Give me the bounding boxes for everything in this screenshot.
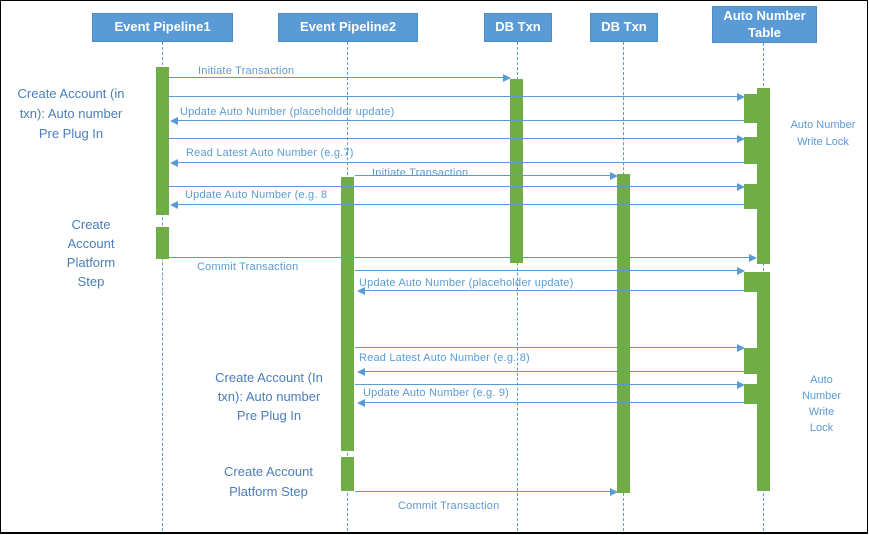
arrowhead-left-icon	[357, 399, 365, 407]
arrow-request-2	[169, 135, 745, 143]
arrowhead-right-icon	[503, 74, 511, 82]
label-line: Create	[71, 217, 111, 232]
arrow-initiate-txn2	[355, 172, 618, 180]
write-lock-bar-6	[744, 384, 757, 404]
arrow-update-placeholder-1	[170, 117, 744, 125]
message-label-update-9: Update Auto Number (e.g. 9)	[363, 387, 510, 399]
label-line: Write	[808, 406, 835, 418]
write-lock-bar-4	[744, 272, 757, 292]
label-line: Number	[801, 390, 842, 402]
arrowhead-right-icon	[737, 93, 745, 101]
activation-ep2-plugin	[341, 177, 354, 451]
message-label-update-8: Update Auto Number (e.g. 8	[185, 189, 328, 201]
arrowhead-left-icon	[170, 117, 178, 125]
label-line: Lock	[809, 422, 834, 434]
message-label-initiate-txn2: Initiate Transaction	[372, 167, 469, 179]
message-label-commit-txn2: Commit Transaction	[398, 500, 500, 512]
participant-db-txn1: DB Txn	[484, 13, 552, 42]
arrowhead-right-icon	[737, 344, 745, 352]
label-line: Step	[77, 274, 105, 289]
activation-auto-number-table-txn1	[757, 88, 770, 264]
arrow-commit-txn2	[355, 488, 618, 496]
arrow-request-3	[169, 183, 745, 191]
arrow-request-6	[355, 381, 745, 389]
activation-db-txn1	[510, 79, 523, 263]
activation-ep2-platform-step	[341, 457, 354, 491]
participant-event-pipeline2: Event Pipeline2	[278, 13, 418, 42]
arrowhead-left-icon	[357, 368, 365, 376]
label-line: Pre Plug In	[236, 408, 302, 423]
label-line: Account	[67, 236, 115, 251]
arrowhead-right-icon	[737, 183, 745, 191]
participant-auto-number-table: Auto Number Table	[712, 6, 817, 43]
message-label-commit-txn1: Commit Transaction	[197, 261, 299, 273]
activation-ep1-plugin	[156, 67, 169, 215]
label-line: Write Lock	[797, 136, 849, 148]
message-label-update-placeholder-1: Update Auto Number (placeholder update)	[180, 106, 395, 118]
label-line: txn): Auto number	[19, 106, 123, 121]
activation-db-txn2	[617, 174, 630, 493]
arrow-read-latest-7	[170, 159, 744, 167]
arrowhead-right-icon	[737, 267, 745, 275]
arrow-read-latest-8	[357, 368, 744, 376]
participant-db-txn2: DB Txn	[590, 13, 658, 42]
activation-ep1-platform-step	[156, 227, 169, 259]
label-line: Platform Step	[229, 484, 308, 499]
label-line: Create Account (in	[17, 86, 125, 101]
arrow-request-5	[355, 344, 745, 352]
arrowhead-right-icon	[737, 381, 745, 389]
label-line: Pre Plug In	[38, 126, 104, 141]
arrowhead-right-icon	[749, 254, 757, 262]
message-label-update-placeholder-2: Update Auto Number (placeholder update)	[359, 277, 574, 289]
label-ep2-plugin: Create Account (In txn): Auto number Pre…	[199, 368, 339, 425]
lifeline-event-pipeline1	[162, 42, 163, 531]
participant-event-pipeline1: Event Pipeline1	[92, 13, 233, 42]
label-line: txn): Auto number	[217, 389, 321, 404]
arrow-update-8	[170, 201, 744, 209]
arrow-request-4	[355, 267, 745, 275]
participant-label: Auto Number Table	[723, 8, 806, 40]
label-ep2-platform-step: Create Account Platform Step	[206, 462, 331, 502]
label-line: Auto	[810, 374, 833, 386]
activation-auto-number-table-txn2	[757, 272, 770, 491]
participant-label: DB Txn	[601, 19, 647, 35]
message-label-read-latest-7: Read Latest Auto Number (e.g.7)	[186, 147, 354, 159]
participant-label: Event Pipeline1	[114, 19, 211, 35]
arrowhead-left-icon	[170, 159, 178, 167]
message-label-initiate-txn1: Initiate Transaction	[198, 65, 295, 77]
write-lock-bar-3	[744, 184, 757, 209]
arrowhead-right-icon	[610, 172, 618, 180]
label-line: Create Account	[224, 464, 313, 479]
arrow-update-9	[357, 399, 744, 407]
arrow-request-1	[169, 93, 745, 101]
label-ep1-plugin: Create Account (in txn): Auto number Pre…	[1, 84, 141, 144]
participant-label: Event Pipeline2	[299, 19, 397, 35]
message-label-read-latest-8: Read Latest Auto Number (e.g. 8)	[359, 352, 530, 364]
arrow-update-placeholder-2	[357, 287, 744, 295]
label-ep1-platform-step: Create Account Platform Step	[41, 215, 141, 291]
lifeline-db-txn1	[517, 42, 518, 531]
arrowhead-right-icon	[737, 135, 745, 143]
write-lock-bar-5	[744, 348, 757, 374]
participant-label: DB Txn	[495, 19, 541, 35]
label-write-lock-1: Auto Number Write Lock	[780, 117, 866, 151]
label-write-lock-2: Auto Number Write Lock	[794, 372, 849, 436]
arrowhead-left-icon	[357, 287, 365, 295]
write-lock-bar-1	[744, 94, 757, 123]
label-line: Auto Number	[790, 119, 856, 131]
arrowhead-left-icon	[170, 201, 178, 209]
arrow-initiate-txn1	[169, 74, 511, 82]
arrowhead-right-icon	[610, 488, 618, 496]
write-lock-bar-2	[744, 137, 757, 164]
label-line: Create Account (In	[215, 370, 323, 385]
arrow-commit-txn1	[169, 254, 757, 262]
label-line: Platform	[66, 255, 116, 270]
